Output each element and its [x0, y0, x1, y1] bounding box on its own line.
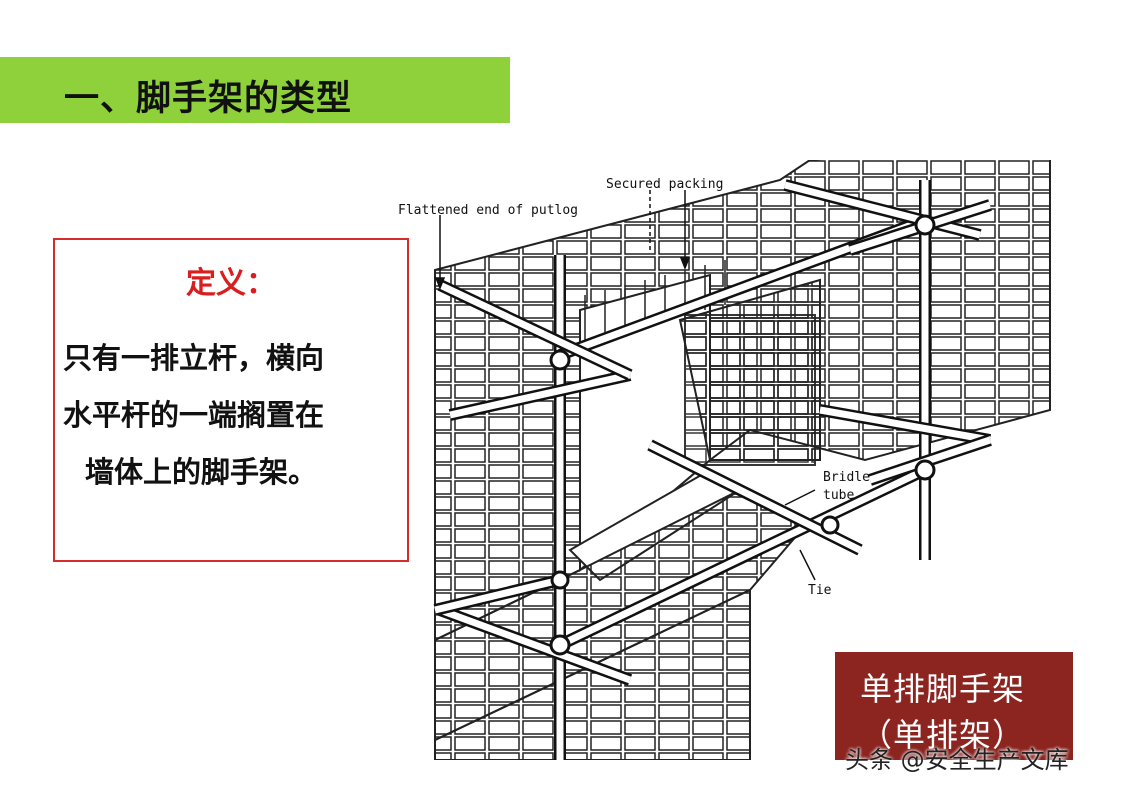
definition-line: 墙体上的脚手架。	[85, 455, 318, 489]
definition-line: 只有一排立杆，横向	[63, 341, 325, 375]
caption-box: 单排脚手架 （单排架）	[835, 652, 1073, 760]
scaffold-illustration: Flattened end of putlog Secured packing …	[398, 138, 1065, 761]
label-secured-packing: Secured packing	[606, 177, 724, 192]
label-flattened-end: Flattened end of putlog	[398, 203, 579, 218]
caption-line-2: （单排架）	[860, 716, 1026, 754]
caption-line-1: 单排脚手架	[860, 670, 1026, 708]
annotation-arrows	[434, 190, 816, 581]
definition-text: 只有一排立杆，横向 水平杆的一端搁置在 墙体上的脚手架。	[63, 330, 407, 501]
definition-label: 定义：	[186, 266, 276, 301]
scaffold-tubes	[433, 179, 992, 760]
definition-line: 水平杆的一端搁置在	[63, 398, 325, 432]
page-title: 一、脚手架的类型	[64, 79, 353, 119]
watermark: 头条 @安全生产文库	[845, 746, 1069, 774]
title-bar	[0, 57, 510, 123]
definition-box: 定义： 只有一排立杆，横向 水平杆的一端搁置在 墙体上的脚手架。	[53, 238, 409, 562]
label-tube: tube	[823, 488, 855, 503]
scaffold-drawing	[433, 138, 1051, 761]
brick-wall	[434, 138, 1051, 761]
label-tie: Tie	[808, 583, 832, 598]
label-bridle: Bridle	[823, 470, 870, 485]
